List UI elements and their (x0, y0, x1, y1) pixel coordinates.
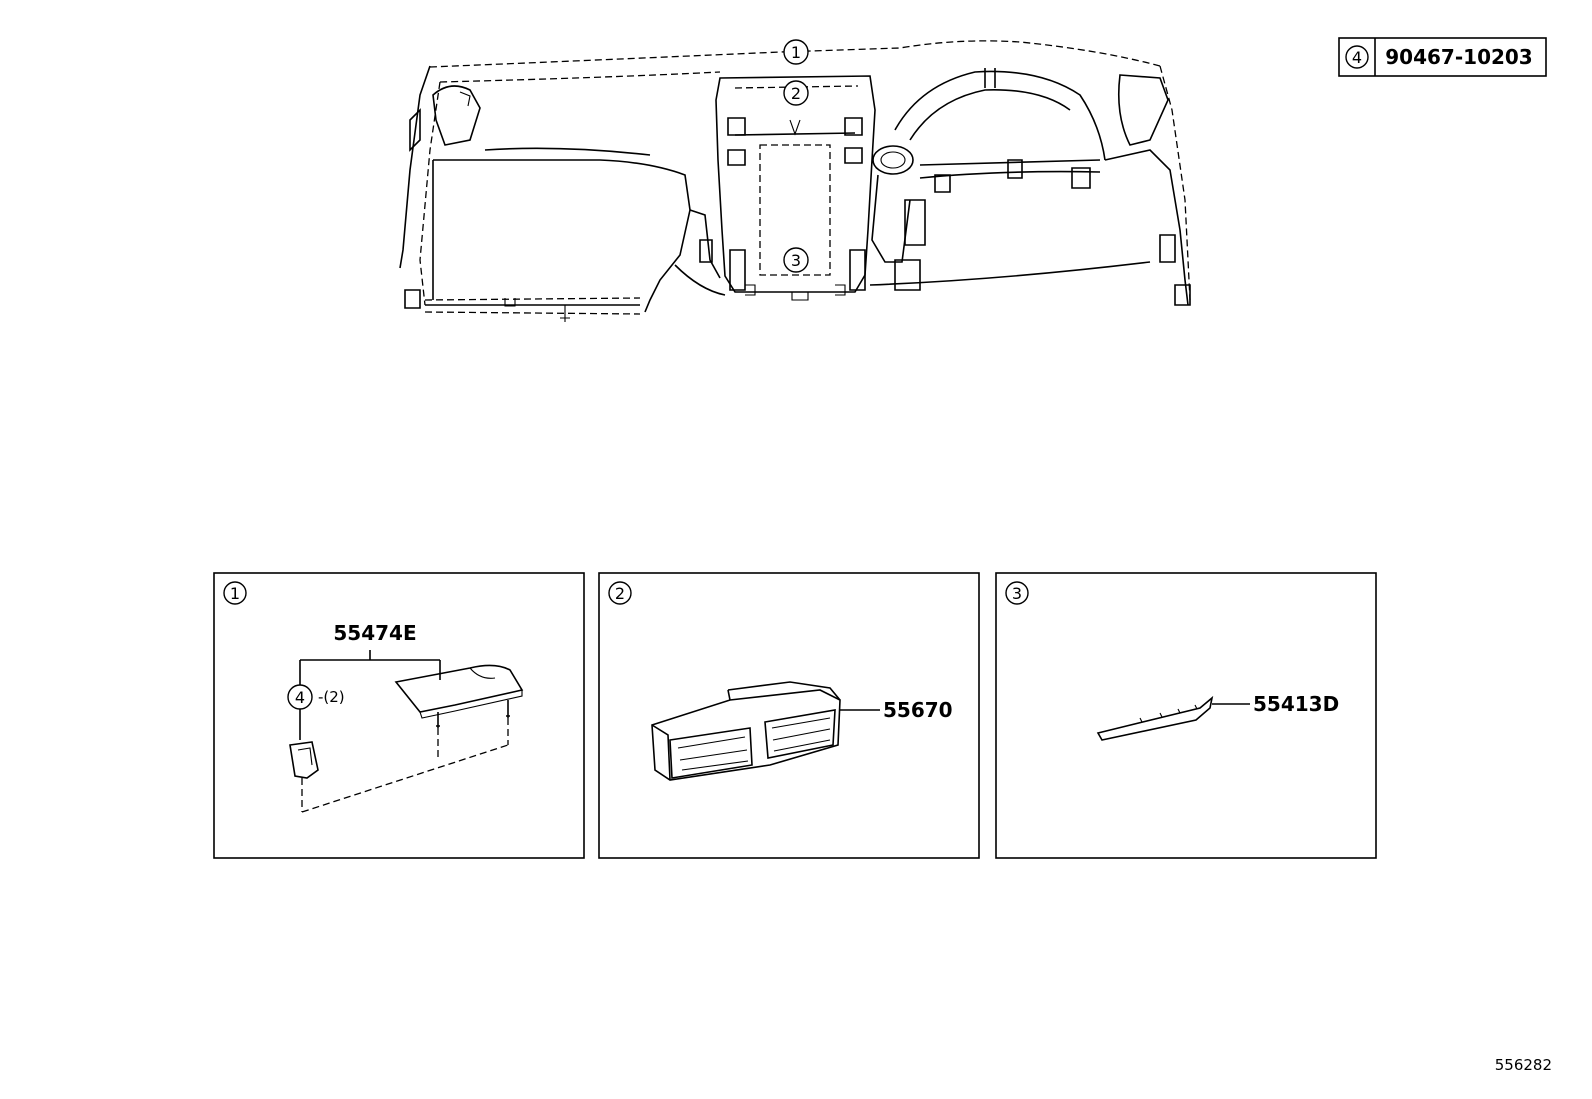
detail-panel-1: 1 55474E 4 -(2) (213, 572, 585, 859)
fastener-legend: 4 90467-10203 (1338, 37, 1547, 77)
instrument-panel-overview: 1 2 3 (399, 39, 1191, 322)
panel-1-fastener-qty: -(2) (318, 688, 345, 706)
panel-2-part-label: 55670 (883, 698, 953, 722)
legend-ref-number: 4 (1352, 48, 1362, 67)
overview-callout-3: 3 (791, 251, 801, 270)
panel-2-ref: 2 (615, 584, 625, 603)
legend-part-number: 90467-10203 (1385, 45, 1532, 69)
panel-3-ref: 3 (1012, 584, 1022, 603)
detail-panel-2: 2 55670 (598, 572, 980, 859)
overview-callout-2: 2 (791, 84, 801, 103)
overview-callout-1: 1 (791, 43, 801, 62)
panel-1-fastener-ref: 4 (295, 688, 305, 707)
panel-1-ref: 1 (230, 584, 240, 603)
detail-panel-3: 3 55413D (995, 572, 1377, 859)
illustration-number: 556282 (1495, 1056, 1552, 1074)
panel-1-part-label: 55474E (333, 621, 416, 645)
panel-3-part-label: 55413D (1253, 692, 1339, 716)
